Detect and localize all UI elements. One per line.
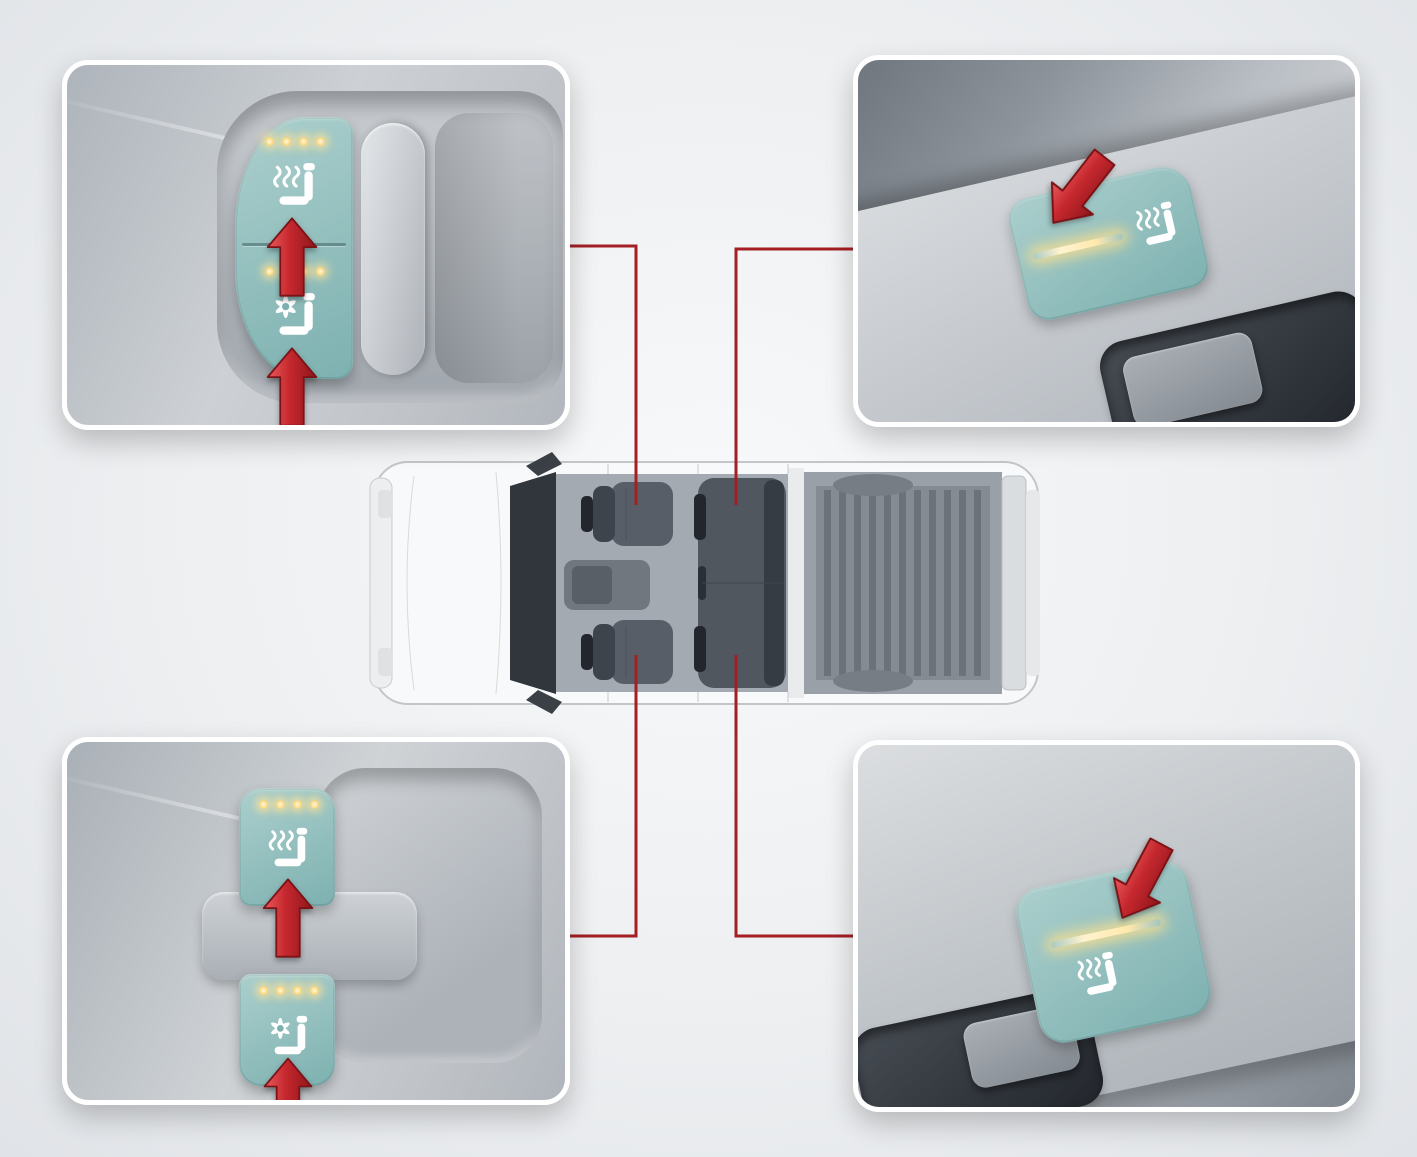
cargo-bed (804, 472, 1002, 694)
front-bumper (369, 477, 393, 689)
up-arrow-ventilated-seat (261, 1056, 315, 1105)
side-mirror-left (526, 452, 562, 476)
led-dot (299, 137, 308, 146)
headlight-right (378, 648, 392, 676)
cab-bulkhead (788, 468, 804, 698)
pickup-truck-top-view (369, 452, 1040, 714)
connector-rear-right-door (734, 655, 855, 938)
led-dot (293, 986, 302, 995)
wheel-arch (833, 474, 913, 496)
rear-bumper (1026, 490, 1040, 676)
led-dot (259, 986, 268, 995)
up-arrow-ventilated-seat (265, 343, 319, 430)
led-dot (310, 800, 319, 809)
windshield (510, 472, 556, 694)
callout-front-right-door (62, 737, 570, 1105)
led-indicator-row (265, 137, 325, 146)
led-dot (316, 137, 325, 146)
front-left-seat (581, 482, 673, 546)
led-dot (293, 800, 302, 809)
led-dot (276, 800, 285, 809)
hood-crease (495, 471, 502, 695)
led-dot (276, 986, 285, 995)
rear-bench-seat (694, 478, 786, 688)
heated-seat-icon (265, 826, 311, 872)
front-right-seat (581, 620, 673, 684)
window-switch (1120, 329, 1266, 422)
callout-rear-right-door (853, 740, 1360, 1112)
led-indicator-row (259, 986, 319, 995)
door-handle-grip (361, 123, 425, 375)
callout-front-left-door (62, 60, 570, 430)
heated-seat-icon (269, 161, 319, 211)
led-dot (259, 800, 268, 809)
heated-seat-icon (1129, 198, 1184, 253)
led-dot (265, 267, 274, 276)
ventilated-seat-icon (265, 1014, 311, 1060)
up-arrow-heated-seat (261, 875, 315, 961)
led-dot (265, 137, 274, 146)
led-indicator-row (259, 800, 319, 809)
up-arrow-heated-seat (265, 213, 319, 301)
center-console (564, 560, 650, 610)
side-mirror-right (526, 690, 562, 714)
connector-rear-left-door (734, 247, 855, 505)
callout-rear-left-door (853, 55, 1360, 427)
wheel-arch (833, 670, 913, 692)
connector-front-right-door (570, 655, 638, 938)
heated-seat-icon (1070, 949, 1125, 1004)
led-dot (282, 137, 291, 146)
led-dot (316, 267, 325, 276)
led-dot (310, 986, 319, 995)
connector-front-left-door (570, 244, 638, 505)
hood-crease (406, 475, 415, 691)
door-seams (607, 464, 789, 702)
headlight-left (378, 490, 392, 518)
door-pull-shadow (435, 113, 553, 383)
